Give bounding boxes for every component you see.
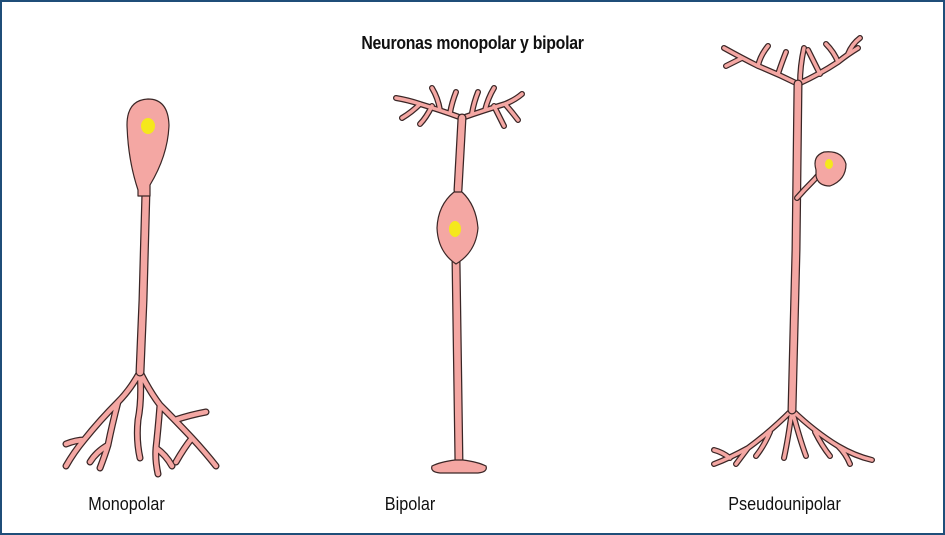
- monopolar-nucleus: [141, 118, 155, 134]
- bipolar-processes: [456, 118, 462, 465]
- bipolar-neuron: [396, 88, 522, 473]
- pseudounipolar-dendrites: [724, 38, 860, 84]
- monopolar-axon: [140, 190, 146, 372]
- pseudounipolar-soma: [815, 152, 846, 186]
- pseudounipolar-terminal-branches: [714, 410, 872, 464]
- bipolar-axon-terminal: [432, 460, 487, 473]
- label-pseudounipolar: Pseudounipolar: [728, 494, 841, 515]
- pseudounipolar-neuron: [714, 38, 872, 464]
- monopolar-soma: [127, 99, 169, 196]
- monopolar-terminal-branches: [66, 372, 216, 474]
- pseudounipolar-nucleus: [825, 159, 833, 169]
- monopolar-neuron: [66, 99, 216, 474]
- pseudounipolar-axon: [792, 84, 822, 410]
- label-bipolar: Bipolar: [385, 494, 435, 515]
- bipolar-nucleus: [449, 221, 461, 237]
- label-monopolar: Monopolar: [88, 494, 165, 515]
